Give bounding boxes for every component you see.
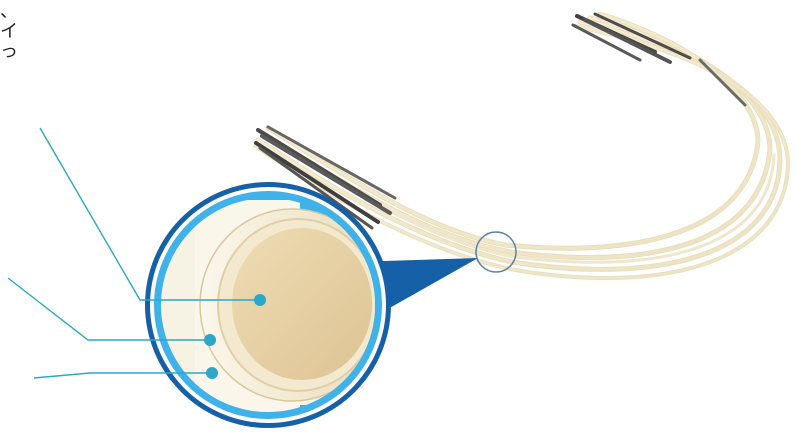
callout-dot-core [254, 294, 266, 306]
fiber-tips-right [573, 14, 745, 105]
magnified-cross-section [145, 182, 391, 428]
callout-dot-cladding [204, 334, 216, 346]
callout-dot-coating [206, 367, 218, 379]
